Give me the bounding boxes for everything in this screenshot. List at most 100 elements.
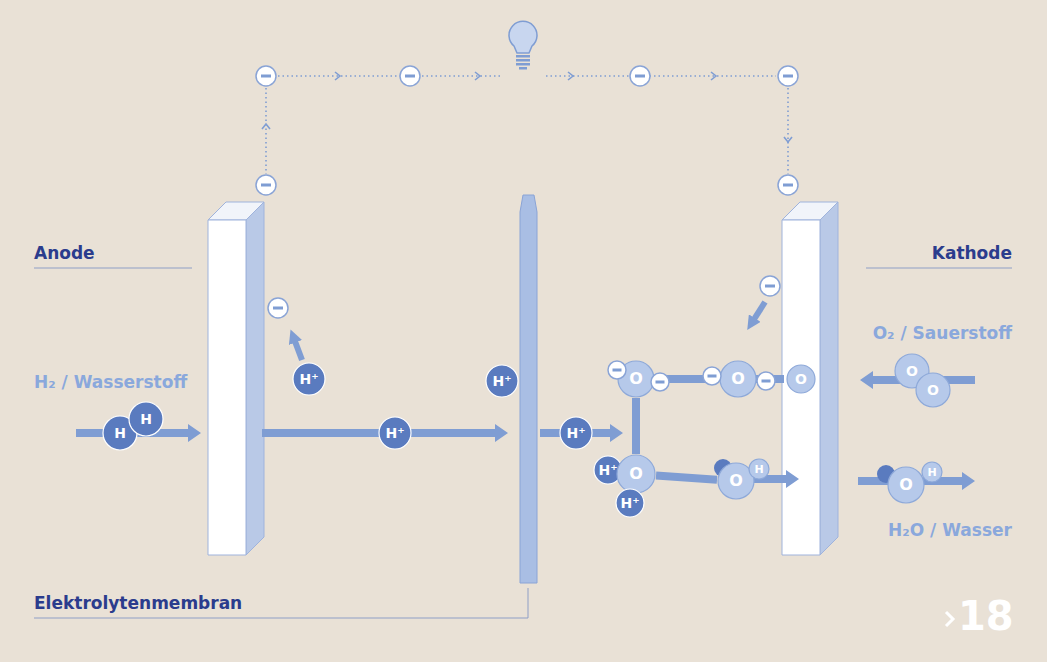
minus-sign (613, 369, 622, 372)
electron-circle (630, 66, 650, 86)
anode-plate (246, 202, 264, 555)
output-label: H₂O / Wasser (846, 521, 1012, 540)
proton-ion: H⁺ (485, 364, 519, 398)
minus-sign (405, 75, 415, 78)
bond-bar (656, 475, 717, 479)
atom-symbol: O (887, 466, 925, 504)
atom-symbol: H⁺ (485, 364, 519, 398)
atom-circle (749, 459, 769, 479)
atom-circle (922, 462, 942, 482)
electron (778, 66, 798, 86)
minus-sign (765, 285, 775, 288)
electron-circle (778, 175, 798, 195)
proton-ion: H⁺ (378, 416, 412, 450)
electron (778, 175, 798, 195)
input-label: O₂ / Sauerstoff (826, 324, 1012, 343)
electron (400, 66, 420, 86)
atom-circle (888, 467, 924, 503)
proton-ion: H⁺ (615, 488, 645, 518)
oxygen-atom: O (617, 360, 655, 398)
circuit-wire (265, 88, 267, 174)
electron (256, 66, 276, 86)
electron-circle (400, 66, 420, 86)
atom-circle (618, 361, 654, 397)
bulb-base (519, 67, 527, 70)
electron (703, 367, 721, 385)
hydrogen-atom: H (748, 458, 770, 480)
direction-chevron (784, 137, 792, 142)
atom-circle (560, 417, 592, 449)
direction-chevron (568, 72, 573, 80)
atom-symbol: H⁺ (292, 362, 326, 396)
electron-circle (268, 298, 288, 318)
electrode-label: Kathode (846, 244, 1012, 263)
atom-symbol: O (616, 454, 656, 494)
minus-sign (762, 380, 771, 383)
electron-circle (757, 372, 775, 390)
light-bulb (509, 21, 537, 53)
label-rule (34, 268, 192, 269)
hydrogen-atom: H (921, 461, 943, 483)
electron-circle (608, 361, 626, 379)
electron-circle (256, 175, 276, 195)
oxygen-atom: O (719, 360, 757, 398)
minus-sign (273, 307, 283, 310)
proton-ion: H⁺ (559, 416, 593, 450)
direction-chevron (475, 72, 480, 80)
electron (757, 372, 775, 390)
atom-symbol: O (719, 360, 757, 398)
membrane-label: Elektrolytenmembran (34, 594, 334, 613)
cathode-plate (820, 202, 838, 555)
electron-uptake-arrow (751, 302, 765, 324)
electrolyte-membrane (520, 195, 537, 583)
electron-circle (760, 276, 780, 296)
atom-symbol: O (915, 372, 951, 408)
bulb-base (516, 63, 530, 66)
circuit-wire (278, 75, 501, 77)
direction-chevron (711, 72, 716, 80)
electron-circle (651, 373, 669, 391)
cathode-plate (782, 220, 820, 555)
electron (651, 373, 669, 391)
atom-circle (916, 373, 950, 407)
anode-plate (208, 220, 246, 555)
circuit-wire (787, 88, 789, 174)
atom-symbol: H (748, 458, 770, 480)
atom-circle (720, 361, 756, 397)
oxygen-atom: O (887, 466, 925, 504)
label-rule (866, 268, 1012, 269)
atom-symbol: O (786, 364, 816, 394)
proton-ion: H⁺ (292, 362, 326, 396)
oxygen-atom: O (616, 454, 656, 494)
atom-symbol: H⁺ (378, 416, 412, 450)
minus-sign (261, 75, 271, 78)
atom-circle (129, 402, 163, 436)
oxygen-atom: O (915, 372, 951, 408)
electron-circle (256, 66, 276, 86)
atom-circle (616, 489, 644, 517)
electron (630, 66, 650, 86)
bond-bar (655, 375, 719, 383)
electron-circle (778, 66, 798, 86)
electron-circle (703, 367, 721, 385)
electron (608, 361, 626, 379)
minus-sign (656, 381, 665, 384)
circuit-wire (546, 75, 776, 77)
page-number: 18 (958, 594, 1028, 638)
electron (256, 175, 276, 195)
minus-sign (261, 184, 271, 187)
atom-circle (617, 455, 655, 493)
electron (268, 298, 288, 318)
atom-circle (787, 365, 815, 393)
bond-bar (632, 398, 640, 454)
minus-sign (635, 75, 645, 78)
page-chevron (946, 612, 953, 626)
minus-sign (783, 184, 793, 187)
minus-sign (708, 375, 717, 378)
atom-symbol: H (921, 461, 943, 483)
atom-symbol: H⁺ (559, 416, 593, 450)
atom-symbol: H⁺ (615, 488, 645, 518)
electrode-label: Anode (34, 244, 204, 263)
